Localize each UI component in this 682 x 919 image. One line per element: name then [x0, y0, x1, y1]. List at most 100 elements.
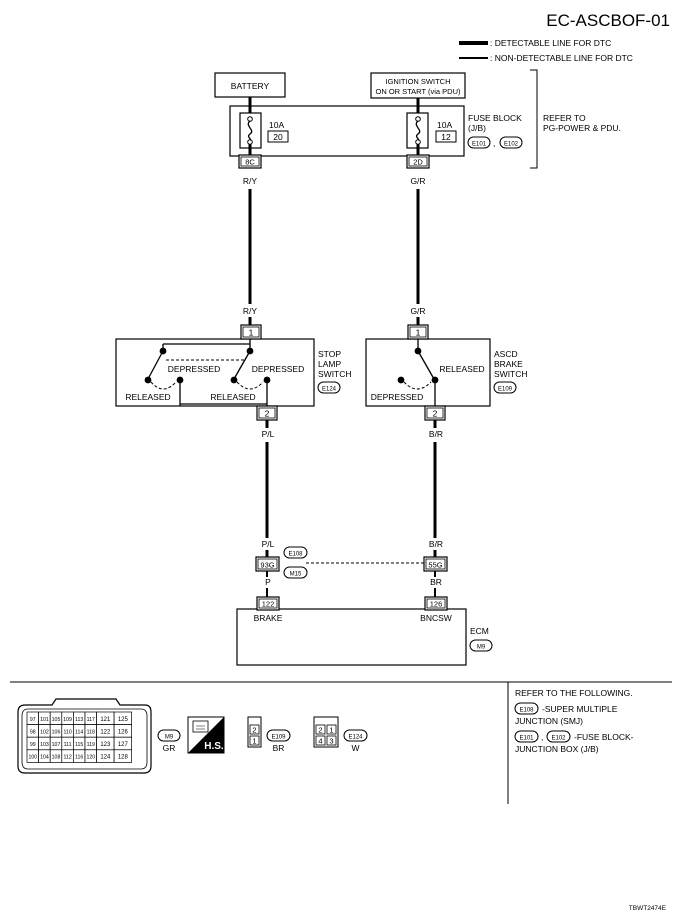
e109-connector-face: 2 1: [247, 716, 262, 748]
e109-color-label: BR: [273, 743, 285, 753]
legend-detectable-label: : DETECTABLE LINE FOR DTC: [490, 38, 611, 48]
connector-e108-label: E108: [288, 552, 303, 558]
battery-label: BATTERY: [231, 81, 270, 91]
m9-pin-number: 116: [75, 755, 83, 761]
e109-view-label: E109: [271, 735, 286, 741]
m9-pin-number: 108: [52, 755, 61, 761]
harness-side-icon: H.S.: [187, 716, 225, 754]
connector-e101-badge: [467, 136, 491, 149]
terminal-2d: 2D: [406, 154, 430, 169]
wire-color-pl-bottom: P/L: [262, 539, 275, 549]
connector-separator: ,: [493, 138, 495, 148]
e124-view-badge: [343, 729, 368, 742]
m9-pin-number: 118: [87, 729, 95, 735]
e109-view-badge: [266, 729, 291, 742]
m9-pin-number: 114: [75, 729, 83, 735]
ascd-pin1-label: 1: [416, 328, 421, 338]
terminal-55g: 55G: [423, 556, 448, 572]
m9-pin-number: 101: [40, 717, 49, 723]
ascd-depressed-label: DEPRESSED: [371, 392, 423, 402]
stop-lamp-name-line1: STOP: [318, 349, 341, 359]
stop-lamp-depressed-b: DEPRESSED: [252, 364, 304, 374]
m9-pin-number: 98: [30, 729, 36, 735]
ref-e102-badge: [546, 730, 571, 743]
m9-pin-number: 97: [30, 717, 36, 723]
ignition-label-line1: IGNITION SWITCH: [386, 77, 451, 86]
ecm-box: [236, 608, 467, 666]
ascd-pin2-label: 2: [433, 409, 438, 419]
ref-separator: ,: [541, 732, 543, 742]
fuse-20-element-icon: [247, 120, 253, 141]
ref-e10x-desc-line2: JUNCTION BOX (J/B): [515, 744, 599, 754]
diagram-id: EC-ASCBOF-01: [546, 11, 670, 30]
m9-pin-number: 113: [75, 717, 83, 723]
stop-lamp-pin2: 2: [256, 405, 278, 421]
stop-lamp-released-b: RELEASED: [210, 392, 255, 402]
connector-m9-label: M9: [477, 645, 486, 651]
fuse-block-box: [229, 105, 465, 157]
m9-pin-number: 99: [30, 742, 36, 748]
wire-color-gr-bottom: G/R: [410, 306, 425, 316]
m9-pin-number: 127: [118, 742, 129, 748]
ascd-name-line2: BRAKE: [494, 359, 523, 369]
fuse-block-label-line1: FUSE BLOCK: [468, 113, 522, 123]
m9-pin-number: 120: [86, 755, 95, 761]
connector-e109-label: E109: [498, 387, 513, 393]
ascd-contact-arc: [403, 381, 432, 390]
ignition-switch-box: [370, 72, 466, 99]
stop-lamp-switch-box: [115, 338, 315, 407]
ref-e102-label: E102: [551, 736, 566, 742]
battery-box: [214, 72, 286, 98]
wire-color-ry-bottom: R/Y: [243, 306, 258, 316]
wire-color-p: P: [265, 577, 271, 587]
m9-pin-cell: [113, 749, 132, 763]
m9-pin-number: 109: [63, 717, 72, 723]
fuse-12-rating: 10A: [437, 120, 452, 130]
stop-lamp-pin1: 1: [240, 324, 262, 340]
ascd-name-line3: SWITCH: [494, 369, 528, 379]
m9-pin-number: 126: [118, 729, 129, 735]
stop-lamp-pin1-label: 1: [249, 328, 254, 338]
ref-e101-badge: [514, 730, 539, 743]
stop-lamp-name-line2: LAMP: [318, 359, 341, 369]
wire-color-br: BR: [430, 577, 442, 587]
terminal-93g: 93G: [255, 556, 280, 572]
stop-lamp-contact2-arc: [236, 381, 264, 390]
connector-e124-label: E124: [322, 387, 337, 393]
stop-lamp-pin2-label: 2: [265, 409, 270, 419]
fuse-12-number: 12: [441, 132, 451, 142]
ascd-brake-switch-box: [365, 338, 491, 407]
fuse-20-number: 20: [273, 132, 283, 142]
terminal-93g-label: 93G: [260, 561, 274, 570]
wire-color-br-top: B/R: [429, 429, 443, 439]
m9-pin-number: 106: [52, 729, 61, 735]
m9-color-label: GR: [163, 743, 176, 753]
connector-e124-badge: [317, 381, 341, 394]
stop-lamp-contact2-arm: [233, 350, 251, 380]
ascd-pin1: 1: [407, 324, 429, 340]
ascd-pin2: 2: [424, 405, 446, 421]
wire-color-br-bottom: B/R: [429, 539, 443, 549]
terminal-2d-label: 2D: [413, 158, 423, 167]
connector-e101-label: E101: [472, 142, 487, 148]
m9-pin-number: 122: [100, 729, 111, 735]
stop-lamp-contact1-arc: [150, 381, 177, 390]
e124-pin-2: 2: [318, 726, 322, 735]
ecm-name: ECM: [470, 626, 489, 636]
ecm-bncsw-label: BNCSW: [420, 613, 452, 623]
refer-label-line1: REFER TO: [543, 113, 586, 123]
m9-pin-number: 124: [100, 755, 111, 761]
refer-label-line2: PG-POWER & PDU.: [543, 123, 621, 133]
fuse-12-terminal-top: [415, 116, 421, 122]
hs-label: H.S.: [204, 741, 224, 752]
stop-lamp-released-a: RELEASED: [125, 392, 170, 402]
fuse-20-terminal-bottom: [247, 139, 253, 145]
m9-pin-number: 115: [75, 742, 83, 748]
figure-code: TBWT2474E: [629, 905, 667, 912]
e124-connector-face: 2 1 4 3: [313, 716, 339, 748]
ref-e108-badge: [514, 702, 539, 715]
e124-color-label: W: [351, 743, 359, 753]
m9-view-label: M9: [165, 735, 174, 741]
connector-m9-badge: [469, 639, 493, 652]
